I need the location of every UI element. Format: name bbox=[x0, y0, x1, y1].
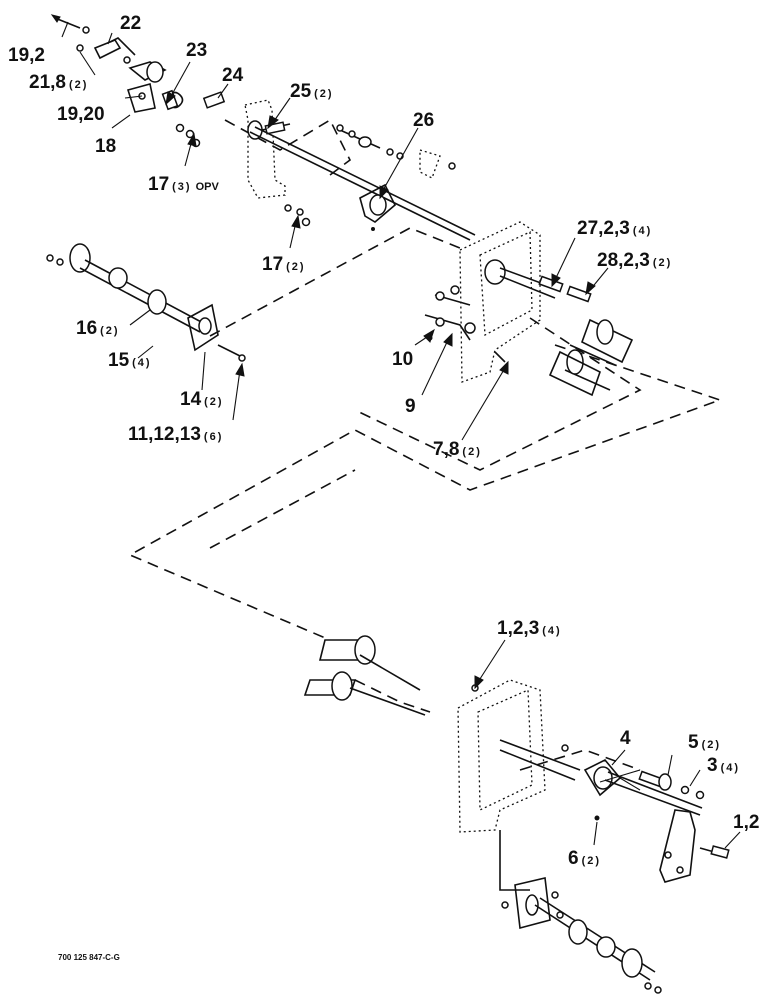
callout-7-8: 7,8(2) bbox=[433, 439, 482, 460]
callout-22: 22 bbox=[120, 13, 141, 34]
upper-shaft-bearing bbox=[249, 124, 476, 241]
callout-4: 4 bbox=[620, 728, 631, 749]
callout-10: 10 bbox=[392, 349, 413, 370]
lower-gearbox-housing bbox=[457, 679, 581, 891]
dashed-connector-lines bbox=[128, 118, 723, 771]
callout-16: 16(2) bbox=[76, 318, 120, 339]
callout-6: 6(2) bbox=[568, 848, 601, 869]
upper-right-rollers bbox=[548, 318, 634, 397]
callout-27-2-3: 27,2,3(4) bbox=[577, 218, 652, 239]
lower-right-bearing-arm bbox=[583, 759, 730, 883]
upper-gearbox-housing bbox=[424, 221, 592, 383]
drawing-code: 700 125 847-C-G bbox=[58, 953, 120, 962]
callout-3: 3(4) bbox=[707, 755, 740, 776]
callout-5: 5(2) bbox=[688, 732, 721, 753]
callout-labels: 19,2 22 21,8(2) 23 19,20 24 18 25(2) 26 … bbox=[8, 13, 759, 869]
callout-18: 18 bbox=[95, 136, 116, 157]
callout-15: 15(4) bbox=[108, 350, 152, 371]
callout-19-20: 19,20 bbox=[57, 104, 105, 125]
callout-9: 9 bbox=[405, 396, 416, 417]
callout-17-opv: 17(3)OPV bbox=[148, 174, 219, 195]
callout-19-2-top: 19,2 bbox=[8, 45, 45, 66]
upper-mount-plate bbox=[244, 99, 311, 227]
callout-28-2-3: 28,2,3(2) bbox=[597, 250, 672, 271]
callout-1-2-3: 1,2,3(4) bbox=[497, 618, 562, 639]
leader-lines bbox=[61, 21, 741, 849]
callout-14: 14(2) bbox=[180, 389, 224, 410]
callout-25: 25(2) bbox=[290, 81, 334, 102]
callout-23: 23 bbox=[186, 40, 207, 61]
callout-24: 24 bbox=[222, 65, 244, 86]
left-flange-shaft bbox=[46, 243, 246, 362]
lower-left-rollers bbox=[303, 635, 479, 716]
lower-flange-shaft bbox=[501, 877, 662, 994]
callout-21-8: 21,8(2) bbox=[29, 72, 88, 93]
callout-1-2: 1,2 bbox=[733, 812, 759, 833]
callout-26: 26 bbox=[413, 110, 434, 131]
callout-11-12-13: 11,12,13(6) bbox=[128, 424, 223, 445]
callout-17: 17(2) bbox=[262, 254, 306, 275]
